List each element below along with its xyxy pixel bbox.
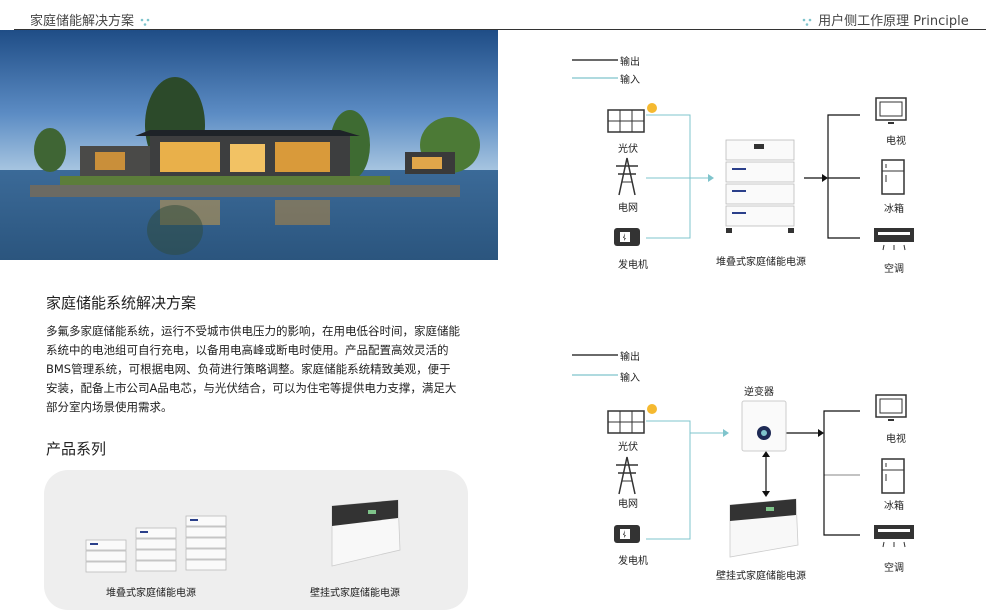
header-right: 用户侧工作原理 Principle — [800, 10, 969, 29]
diagram-top-lines — [572, 59, 860, 239]
center-label-stacked: 堆叠式家庭储能电源 — [716, 257, 806, 268]
load-label-ac: 空调 — [884, 563, 904, 574]
source-label-solar: 光伏 — [618, 442, 638, 453]
section-description: 多氟多家庭储能系统，运行不受城市供电压力的影响，在用电低谷时间，家庭储能系统中的… — [46, 324, 460, 414]
load-label-ac: 空调 — [884, 264, 904, 275]
generator-icon — [614, 228, 640, 246]
legend-input-label: 输入 — [620, 373, 640, 384]
legend-input-label: 输入 — [620, 75, 640, 86]
sparkle-icon — [802, 18, 812, 26]
product-label-stacked: 堆叠式家庭储能电源 — [106, 588, 196, 599]
products-title: 产品系列 — [46, 440, 107, 458]
load-label-fridge: 冰箱 — [884, 501, 904, 512]
header-right-title: 用户侧工作原理 Principle — [818, 14, 969, 29]
legend-output-label: 输出 — [620, 352, 640, 363]
load-label-tv: 电视 — [886, 136, 906, 147]
legend-output-label: 输出 — [620, 57, 640, 68]
inverter-icon — [741, 400, 787, 452]
hero-photo — [0, 30, 498, 260]
solar-panel-icon — [607, 410, 645, 434]
center-label-wall: 壁挂式家庭储能电源 — [716, 571, 806, 582]
generator-icon — [614, 525, 640, 543]
sparkle-icon — [140, 18, 150, 26]
tv-icon — [875, 394, 907, 421]
section-title: 家庭储能系统解决方案 — [46, 294, 197, 312]
diagram-top: 输出 输入 光伏 电网 发电机 堆叠式家庭储能电源 电视 冰箱 空调 — [560, 50, 1000, 290]
power-tower-icon — [616, 456, 638, 495]
inverter-label: 逆变器 — [744, 387, 774, 398]
fridge-icon — [881, 159, 905, 195]
sun-icon — [647, 404, 657, 414]
diagram-bottom-lines — [572, 354, 860, 540]
air-conditioner-icon — [874, 525, 914, 548]
source-label-solar: 光伏 — [618, 144, 638, 155]
air-conditioner-icon — [874, 228, 914, 251]
fridge-icon — [881, 458, 905, 494]
sun-icon — [647, 103, 657, 113]
power-tower-icon — [616, 157, 638, 196]
battery-stack-icon — [85, 515, 227, 573]
source-label-grid: 电网 — [618, 203, 638, 214]
product-series-panel: 堆叠式家庭储能电源 壁挂式家庭储能电源 — [44, 470, 468, 610]
wall-battery-icon — [331, 499, 401, 567]
battery-stack-icon — [725, 139, 795, 233]
header-left-title: 家庭储能解决方案 — [30, 14, 135, 29]
source-label-generator: 发电机 — [618, 260, 648, 271]
load-label-fridge: 冰箱 — [884, 204, 904, 215]
product-label-wall: 壁挂式家庭储能电源 — [310, 588, 400, 599]
diagram-bottom: 输出 输入 光伏 电网 发电机 逆变器 壁挂式家庭储能电源 电视 冰箱 空调 — [560, 345, 1000, 610]
header-divider — [14, 29, 986, 30]
header-left: 家庭储能解决方案 — [30, 10, 152, 29]
load-label-tv: 电视 — [886, 434, 906, 445]
source-label-generator: 发电机 — [618, 556, 648, 567]
tv-icon — [875, 97, 907, 124]
wall-battery-icon — [729, 498, 799, 558]
solar-panel-icon — [607, 109, 645, 133]
source-label-grid: 电网 — [618, 499, 638, 510]
